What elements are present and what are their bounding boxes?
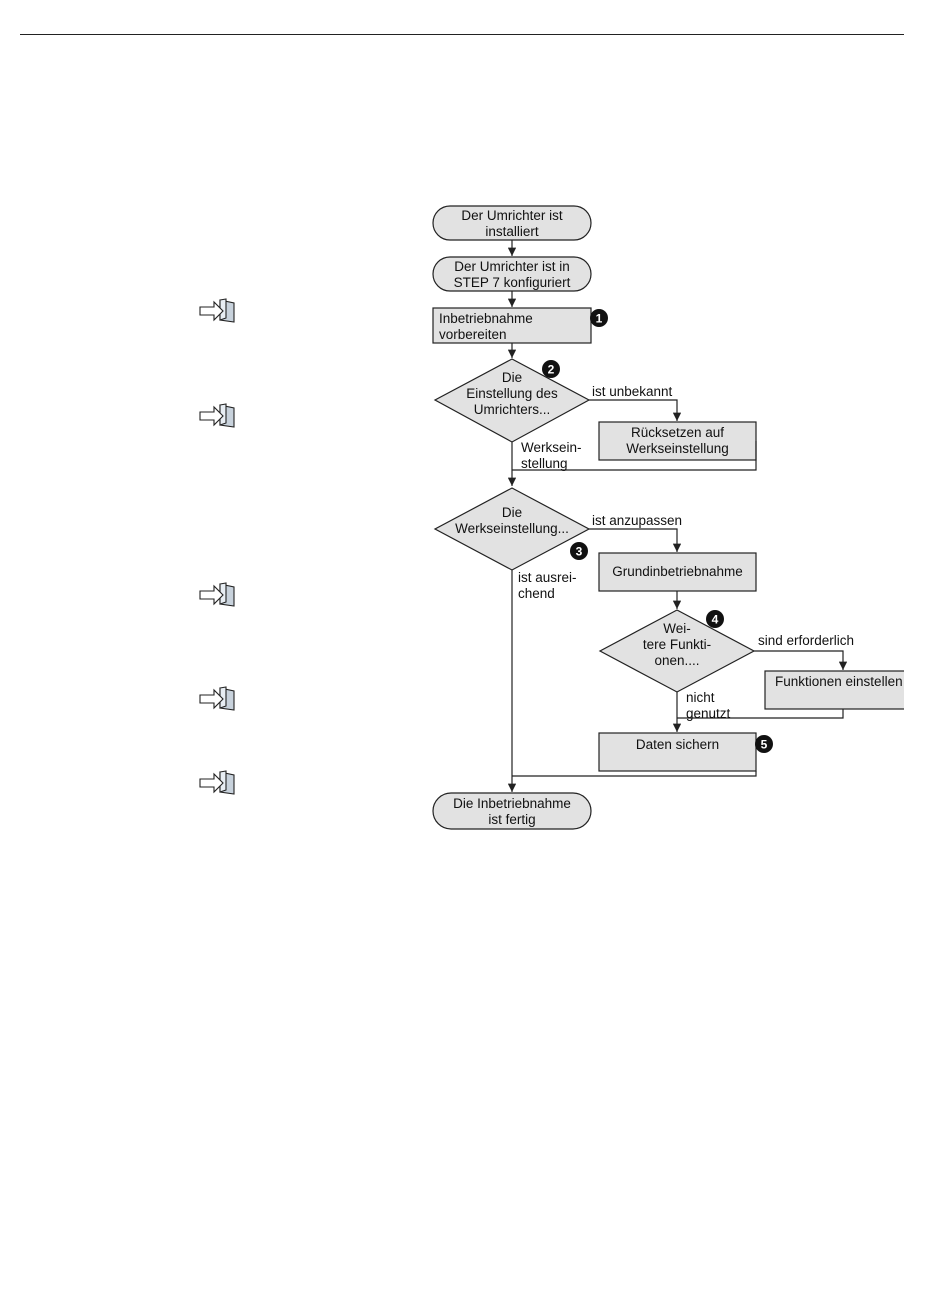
end-terminal-label: Die Inbetriebnahme ist fertig: [433, 796, 591, 828]
branch-factory-line1: Werksein-: [521, 440, 582, 455]
configured-line1: Der Umrichter ist in: [454, 259, 570, 274]
prepare-line1: Inbetriebnahme: [439, 311, 533, 326]
branch-sufficient-line1: ist ausrei-: [518, 570, 577, 585]
connector-save-return: [512, 771, 757, 777]
branch-factory-label: Werksein- stellung: [521, 440, 582, 472]
connector-unknown-reset: [589, 399, 682, 421]
branch-not-used-label: nicht genutzt: [686, 690, 730, 722]
decision-setting-line1: Die: [501, 370, 523, 385]
decision-factory-line1: Die: [501, 505, 523, 520]
badge-4: [706, 610, 724, 628]
reset-step-shape: [598, 421, 757, 461]
badge-4-text: 4: [712, 613, 719, 627]
badge-1-text: 1: [596, 312, 603, 326]
book-arrow-icon: [198, 686, 238, 712]
decision-setting-line3: Umrichters...: [473, 402, 551, 417]
branch-sufficient-label: ist ausrei- chend: [518, 570, 577, 602]
decision-functions-label: Wei- tere Funkti- onen....: [602, 621, 752, 669]
set-functions-shape: [764, 670, 904, 710]
badge-3-text: 3: [576, 545, 583, 559]
book-arrow-icon: [198, 298, 238, 324]
connector-functions-return: [677, 709, 844, 719]
branch-sufficient-line2: chend: [518, 586, 555, 601]
badge-2-text: 2: [548, 363, 555, 377]
end-terminal-shape: [432, 792, 592, 830]
reset-step-label: Rücksetzen auf Werkseinstellung: [599, 425, 756, 457]
start-line2: installiert: [485, 224, 539, 239]
book-arrow-icon: [198, 582, 238, 608]
book-arrow-icon: [198, 770, 238, 796]
basic-commissioning-label: Grundinbetriebnahme: [612, 564, 743, 579]
branch-not-used-line2: genutzt: [686, 706, 731, 721]
prepare-step-label: Inbetriebnahme vorbereiten: [439, 311, 533, 343]
branch-adjust-label: ist anzupassen: [592, 513, 683, 528]
decision-factory-label: Die Werkseinstellung...: [435, 505, 589, 537]
branch-not-used-line1: nicht: [686, 690, 715, 705]
basic-commissioning-shape: [598, 552, 757, 592]
save-data-shape: [598, 732, 757, 772]
reset-line1: Rücksetzen auf: [630, 425, 725, 440]
badge-5: [755, 735, 773, 753]
prepare-line2: vorbereiten: [439, 327, 507, 342]
branch-required-label: sind erforderlich: [758, 633, 855, 648]
set-functions-label: Funktionen einstellen: [775, 674, 903, 689]
badge-2: [542, 360, 560, 378]
configured-terminal-label: Der Umrichter ist in STEP 7 konfiguriert: [433, 259, 591, 291]
branch-factory-line2: stellung: [521, 456, 568, 471]
end-line1: Die Inbetriebnahme: [453, 796, 571, 811]
decision-setting-line2: Einstellung des: [466, 386, 558, 401]
decision-functions-line3: onen....: [654, 653, 700, 668]
book-arrow-icon: [198, 403, 238, 429]
save-data-label: Daten sichern: [635, 737, 720, 752]
start-terminal-label: Der Umrichter ist installiert: [433, 208, 591, 240]
badge-5-text: 5: [761, 738, 768, 752]
badge-1: [590, 309, 608, 327]
configured-line2: STEP 7 konfiguriert: [453, 275, 571, 290]
connector-required-functions: [754, 650, 848, 670]
connector-reset-return: [512, 441, 757, 471]
decision-setting-label: Die Einstellung des Umrichters...: [435, 370, 589, 418]
connector-adjust-basic: [589, 528, 682, 552]
reset-line2: Werkseinstellung: [626, 441, 729, 456]
end-line2: ist fertig: [488, 812, 536, 827]
start-line1: Der Umrichter ist: [461, 208, 563, 223]
decision-functions-line1: Wei-: [663, 621, 691, 636]
badge-3: [570, 542, 588, 560]
decision-functions-line2: tere Funkti-: [642, 637, 712, 652]
branch-unknown-label: ist unbekannt: [592, 384, 673, 399]
header-rule: [20, 34, 904, 35]
decision-factory-line2: Werkseinstellung...: [455, 521, 569, 536]
